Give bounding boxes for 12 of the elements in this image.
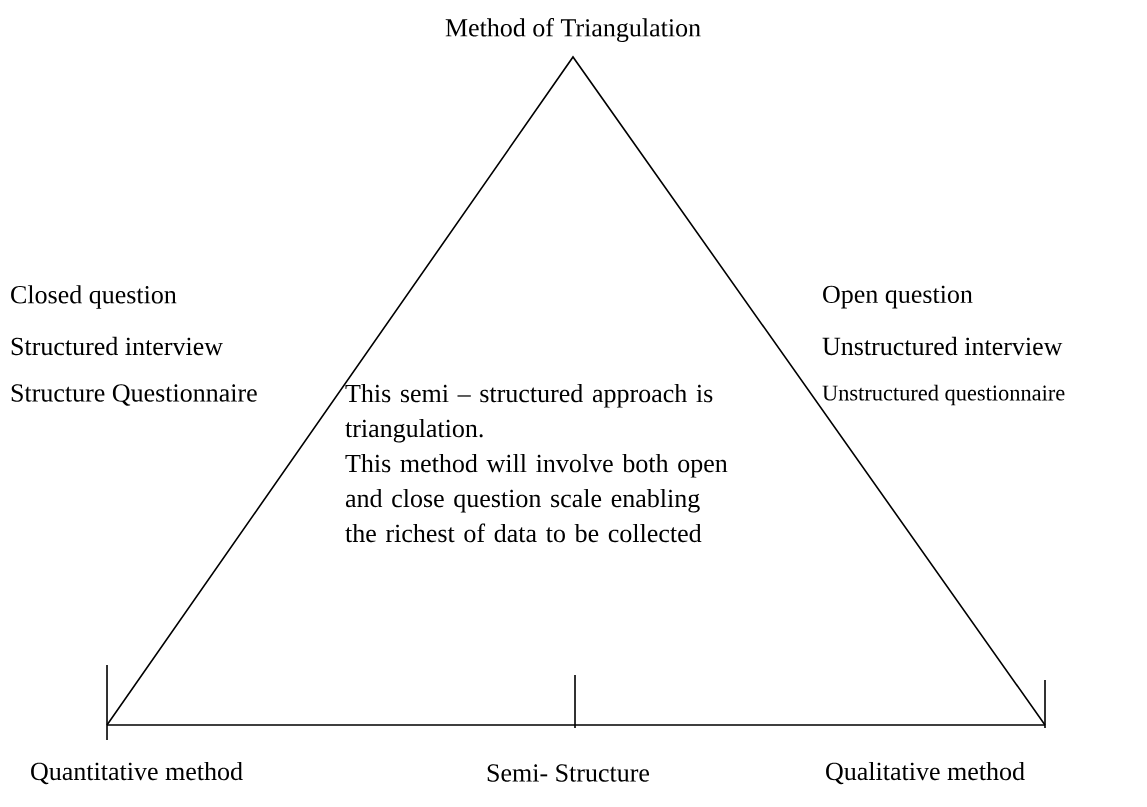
label-text: Closed question (11, 285, 177, 309)
label-text: Semi- Structure (487, 764, 650, 782)
label-text: This method will involve both open and close question scale enabling the richest of data to be collected (345, 454, 728, 543)
label-text: Qualitative method (826, 761, 1025, 785)
label-text: Unstructured questionnaire (822, 384, 1065, 406)
label-text: Open question (823, 285, 973, 309)
title: Method of Triangulation (445, 18, 701, 42)
label-text: Structure Questionnaire (11, 384, 257, 406)
label-text: This semi – structured approach is triangulation. (345, 384, 713, 443)
label-text: Structured interview (11, 336, 223, 356)
label-text: Quantitative method (31, 761, 243, 785)
label-text: Unstructured interview (822, 336, 1063, 356)
